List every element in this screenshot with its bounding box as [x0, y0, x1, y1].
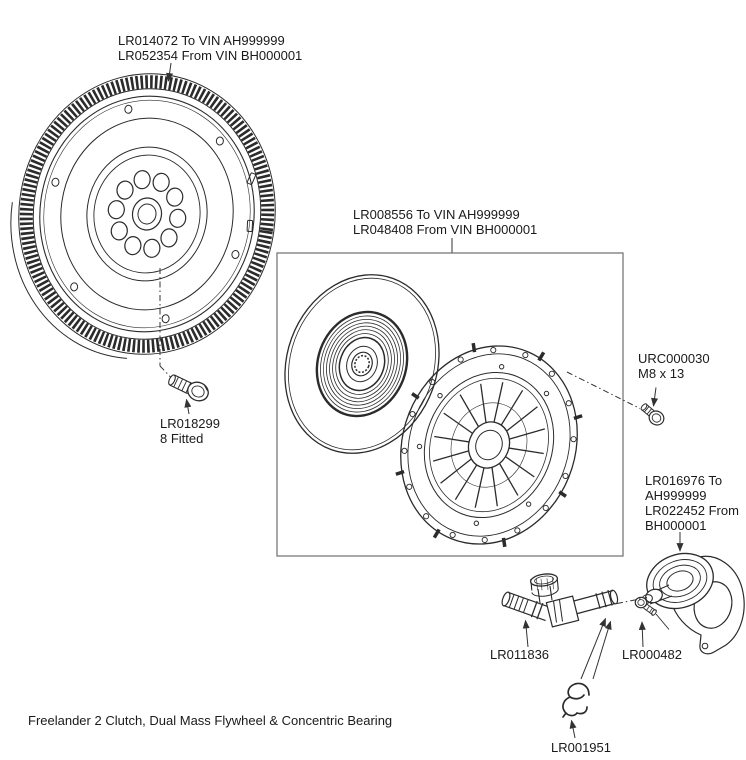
pressure-plate-drawing: [395, 342, 583, 548]
label-line: LR048408 From VIN BH000001: [353, 222, 538, 237]
diagram-caption: Freelander 2 Clutch, Dual Mass Flywheel …: [28, 713, 393, 728]
label-retaining-clip-part: LR001951: [551, 740, 611, 755]
label-line: LR022452 From: [645, 503, 739, 518]
leader-pipe-to-bearing-axis: [616, 597, 648, 604]
retaining-clip-drawing: [562, 682, 590, 718]
label-line: M8 x 13: [638, 366, 685, 381]
label-line: URC000030: [638, 351, 710, 366]
label-flywheel-part: LR014072 To VIN AH999999 LR052354 From V…: [118, 33, 302, 63]
concentric-bearing-drawing: [641, 552, 745, 655]
label-bearing-bolt-part: LR000482: [622, 647, 682, 662]
label-line: LR016976 To: [645, 473, 723, 488]
label-hydraulic-pipe-part: LR011836: [490, 647, 549, 662]
label-line: LR052354 From VIN BH000001: [118, 48, 303, 63]
label-line: BH000001: [645, 518, 707, 533]
label-line: LR018299: [160, 416, 220, 431]
flywheel-bolt-drawing: [168, 374, 209, 402]
label-line: 8 Fitted: [160, 431, 204, 446]
leader-flywheel-bolt-label: [184, 398, 192, 415]
clutch-disc-drawing: [284, 274, 440, 454]
label-line: AH999999: [645, 488, 707, 503]
label-line: LR014072 To VIN AH999999: [118, 33, 285, 48]
leader-pipe-label: [522, 619, 530, 648]
flywheel-ring-gear: [19, 75, 275, 353]
bearing-bolt-drawing: [634, 596, 670, 630]
leader-flywheel-label: [166, 62, 174, 82]
leader-flywheel-bolt-axis-2: [159, 365, 172, 378]
pressure-plate-bolt-drawing: [640, 403, 665, 426]
label-clutch-kit-part: LR008556 To VIN AH999999 LR048408 From V…: [353, 207, 537, 237]
label-pressure-plate-bolt-part: URC000030 M8 x 13: [638, 351, 710, 381]
leader-lines: [159, 62, 684, 739]
leader-clip-position-2: [592, 620, 612, 680]
label-line: LR001951: [551, 740, 611, 755]
label-concentric-bearing-part: LR016976 To AH999999 LR022452 From BH000…: [645, 473, 739, 533]
leader-bearing-bolt-label: [638, 621, 646, 648]
leader-clip-position-1: [580, 617, 606, 680]
leader-plate-bolt-label: [651, 387, 659, 407]
leader-clip-label: [569, 719, 577, 739]
clutch-kit-box: [276, 252, 624, 557]
dual-mass-flywheel-drawing: [10, 73, 276, 360]
label-flywheel-bolt-part: LR018299 8 Fitted: [160, 416, 220, 446]
label-line: LR000482: [622, 647, 682, 662]
hydraulic-pipe-drawing: [501, 573, 619, 628]
label-line: LR008556 To VIN AH999999: [353, 207, 520, 222]
label-line: LR011836: [490, 647, 550, 662]
leader-plate-bolt-axis: [566, 371, 641, 409]
